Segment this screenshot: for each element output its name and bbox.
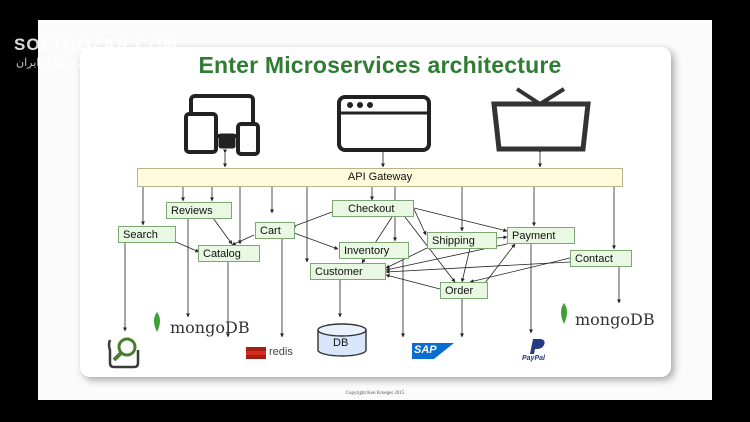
shipping-service: Shipping	[427, 232, 497, 249]
mongodb-leaf-icon-right	[561, 303, 567, 324]
redis-icon	[246, 347, 266, 359]
sap-label: SAP	[414, 344, 437, 356]
sap-logo-icon	[412, 343, 454, 359]
arrows	[123, 149, 621, 338]
watermark-site: SOFTGOZAR.COM	[14, 35, 179, 54]
search-service: Search	[118, 226, 176, 243]
paypal-logo-icon	[530, 339, 545, 354]
mongodb-label-left: mongoDB	[170, 318, 250, 337]
cart-service: Cart	[255, 222, 295, 239]
checkout-service: Checkout	[332, 200, 414, 217]
redis-label: redis	[269, 346, 293, 358]
api-gateway-box: API Gateway	[137, 168, 623, 187]
order-service: Order	[440, 282, 488, 299]
customer-service: Customer	[310, 263, 386, 280]
database-icon	[317, 323, 367, 357]
mongodb-leaf-icon-left	[154, 312, 160, 332]
contact-service: Contact	[570, 250, 632, 267]
search-engine-icon	[107, 337, 140, 369]
payment-service: Payment	[507, 227, 575, 244]
paypal-label: PayPal	[522, 355, 545, 362]
copyright-text: Copyright Ken Krueger 2015	[345, 391, 405, 396]
slide-title: Enter Microservices architecture	[198, 52, 562, 78]
reviews-service: Reviews	[166, 202, 232, 219]
db-label: DB	[333, 337, 349, 349]
inventory-service: Inventory	[339, 242, 409, 259]
mongodb-label-right: mongoDB	[575, 310, 655, 329]
catalog-service: Catalog	[198, 245, 260, 262]
watermark-tagline: دانلود آزاد نرم افزار ایران	[16, 57, 132, 69]
